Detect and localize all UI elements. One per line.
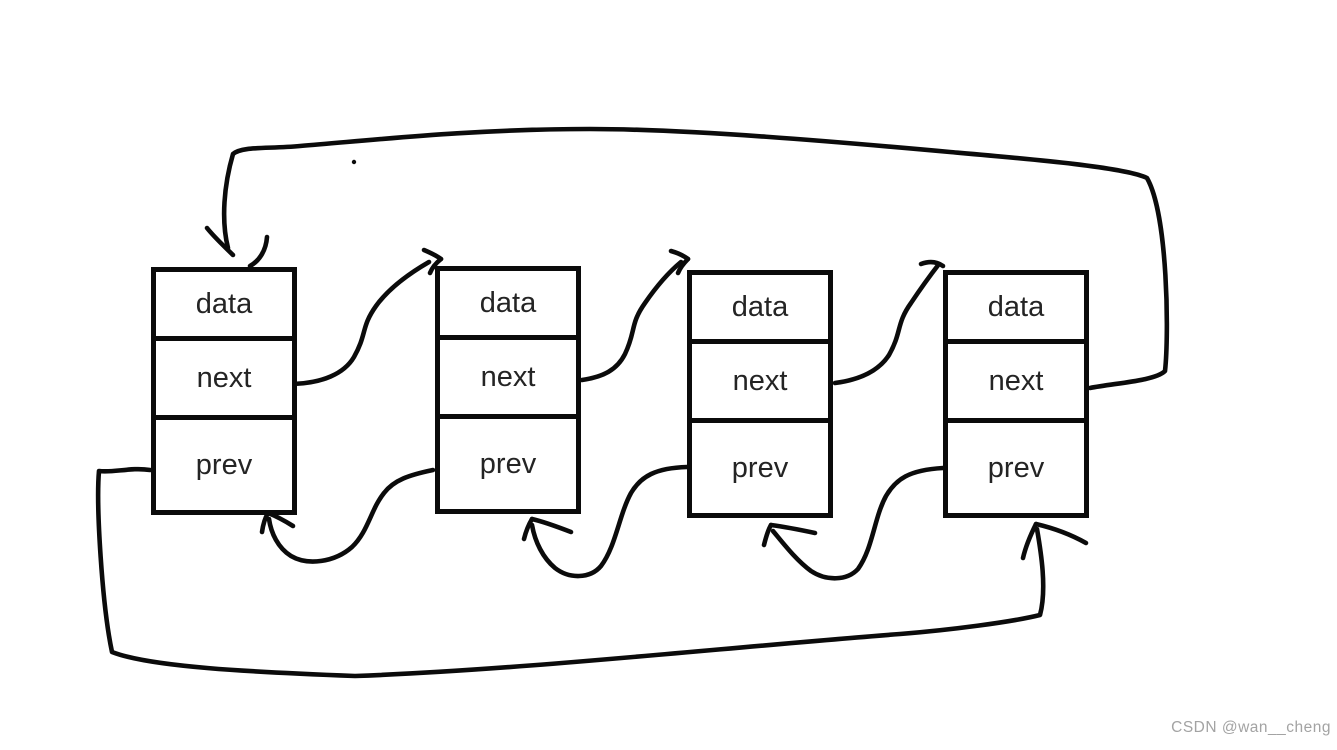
node-2-data-cell: data bbox=[479, 286, 537, 319]
arrowhead bbox=[259, 510, 271, 535]
edge-next-2-3 bbox=[579, 248, 691, 383]
arrowhead bbox=[918, 259, 946, 269]
stray-ink-dot bbox=[351, 159, 357, 165]
node-2-next-cell: next bbox=[440, 335, 576, 414]
node-4-data-cell: data bbox=[987, 290, 1045, 323]
node-1-next-cell: next bbox=[156, 336, 292, 415]
arrowhead bbox=[761, 522, 774, 548]
node-3-prev-cell: prev bbox=[692, 418, 828, 513]
arrowhead bbox=[204, 225, 236, 258]
arrowhead bbox=[1020, 521, 1039, 561]
node-4-next-cell: next bbox=[948, 339, 1084, 418]
node-1: data next prev bbox=[151, 267, 297, 515]
node-3: data next prev bbox=[687, 270, 833, 518]
edge-line bbox=[832, 261, 942, 386]
edge-line bbox=[579, 259, 684, 383]
arrowhead bbox=[521, 516, 535, 542]
arrowhead bbox=[668, 248, 691, 262]
arrowhead bbox=[247, 234, 270, 269]
arrowhead bbox=[421, 247, 444, 262]
node-4: data next prev bbox=[943, 270, 1089, 518]
node-3-data-cell: data bbox=[731, 290, 789, 323]
node-2: data next prev bbox=[435, 266, 581, 514]
node-1-data-cell: data bbox=[195, 287, 253, 320]
csdn-watermark: CSDN @wan__cheng bbox=[1171, 719, 1331, 736]
edge-next-1-2 bbox=[290, 247, 444, 387]
node-4-prev-cell: prev bbox=[948, 418, 1084, 513]
edge-next-3-4 bbox=[832, 259, 946, 386]
edge-line bbox=[290, 259, 432, 387]
node-2-prev-cell: prev bbox=[440, 414, 576, 509]
arrowhead bbox=[529, 516, 574, 535]
node-1-prev-cell: prev bbox=[156, 415, 292, 510]
arrowhead bbox=[768, 522, 818, 536]
node-3-next-cell: next bbox=[692, 339, 828, 418]
arrowhead bbox=[1033, 521, 1089, 546]
